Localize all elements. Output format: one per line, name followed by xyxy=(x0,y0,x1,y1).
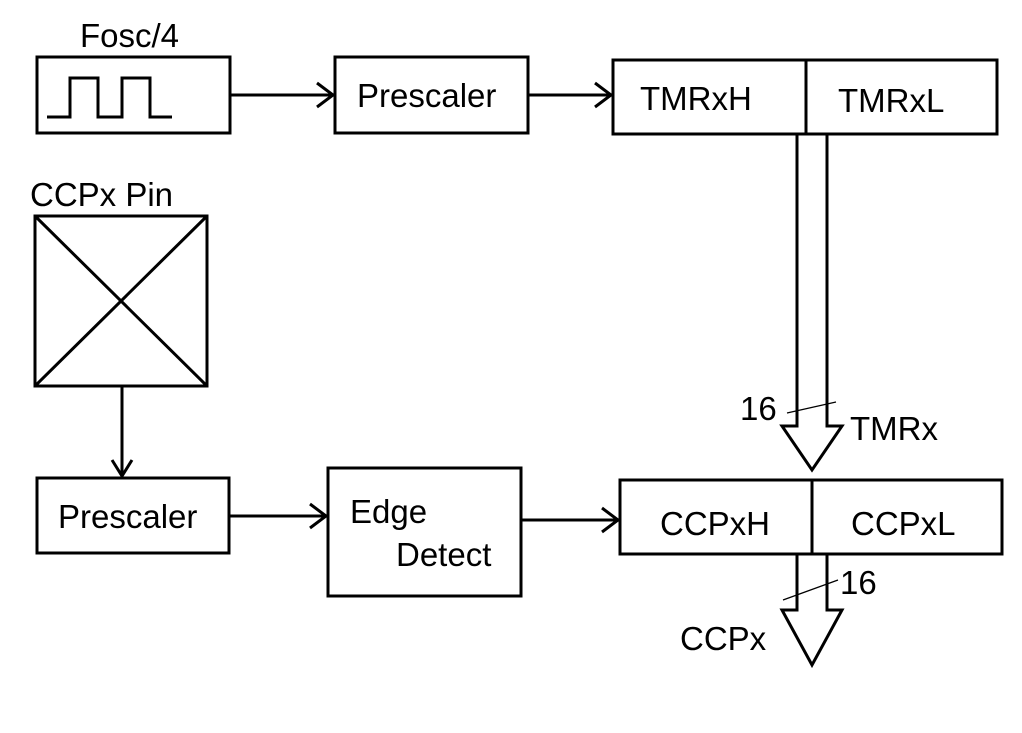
edge-detect-label-line2: Detect xyxy=(396,536,491,573)
timer-bus-arrow xyxy=(779,134,845,473)
timer-low-label: TMRxL xyxy=(838,82,944,119)
pin-icon xyxy=(33,214,209,388)
prescaler-top-label: Prescaler xyxy=(357,77,496,114)
capture-bus-arrow xyxy=(779,554,845,669)
edge-detect-label-line1: Edge xyxy=(350,493,427,530)
prescaler-bottom-box xyxy=(35,476,231,555)
edge-detect-box xyxy=(326,466,523,598)
timer-bus-width-slash xyxy=(786,401,837,414)
arrow-pin-to-prescaler xyxy=(110,386,134,479)
timer-bus-label: TMRx xyxy=(850,410,938,447)
prescaler-bottom-label: Prescaler xyxy=(58,498,197,535)
timer-high-register xyxy=(611,58,808,136)
timer-low-register xyxy=(804,58,999,136)
capture-high-label: CCPxH xyxy=(660,505,770,542)
capture-high-register xyxy=(618,478,814,556)
square-wave-icon xyxy=(47,76,172,119)
arrow-prescaler-to-timer xyxy=(528,81,614,109)
timer-bus-width: 16 xyxy=(740,390,777,427)
capture-bus-label: CCPx xyxy=(680,620,767,657)
arrow-clock-to-prescaler xyxy=(230,81,336,109)
pin-label: CCPx Pin xyxy=(30,176,173,213)
capture-low-label: CCPxL xyxy=(851,505,956,542)
clock-source-box xyxy=(35,55,232,135)
clock-label: Fosc/4 xyxy=(80,17,179,54)
capture-bus-width-slash xyxy=(782,579,839,601)
capture-low-register xyxy=(810,478,1004,556)
capture-bus-width: 16 xyxy=(840,564,877,601)
timer-high-label: TMRxH xyxy=(640,80,752,117)
arrow-prescaler-to-edge-detect xyxy=(229,502,329,530)
arrow-edge-detect-to-capture xyxy=(521,506,621,534)
